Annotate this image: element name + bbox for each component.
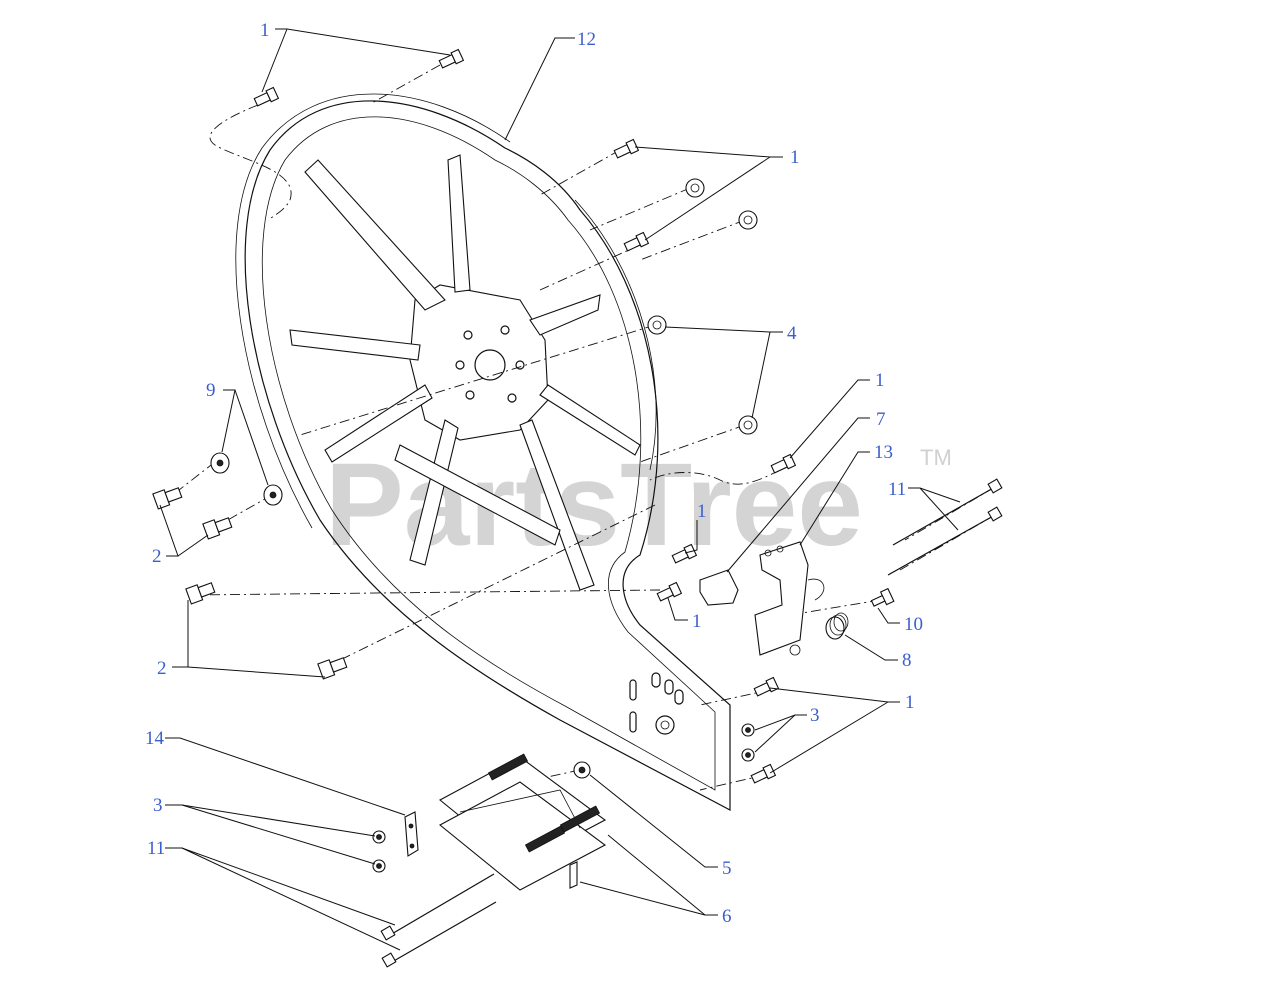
callout-8: 8 — [902, 650, 912, 671]
callout-1-lower-mid: 1 — [692, 611, 702, 632]
nut-part — [573, 761, 591, 779]
callout-9: 9 — [206, 380, 216, 401]
bolt-icon — [438, 48, 465, 69]
shoulder-bolt-parts — [152, 487, 348, 680]
bolt-icon — [613, 138, 640, 159]
base-plate-assembly — [439, 753, 607, 891]
callout-14: 14 — [145, 728, 165, 749]
callout-11-right: 11 — [888, 479, 906, 500]
housing-plate — [235, 93, 731, 811]
long-bolts — [380, 478, 1003, 968]
hub — [409, 284, 549, 441]
assembly-lines — [169, 64, 996, 801]
bolt-icon — [750, 763, 777, 784]
callout-2-lower: 2 — [157, 658, 167, 679]
bracket-strip — [404, 811, 419, 857]
callout-2-upper: 2 — [152, 546, 162, 567]
leader-lines — [159, 28, 961, 951]
callout-1-lower-right: 1 — [905, 692, 915, 713]
callout-6: 6 — [722, 906, 732, 927]
callout-13: 13 — [874, 442, 893, 463]
flange-nut-parts — [647, 178, 758, 435]
callout-labels: 1 12 1 4 9 1 7 13 11 2 1 1 10 8 2 1 3 14… — [145, 20, 923, 927]
callout-10: 10 — [904, 614, 923, 635]
washer-parts — [210, 452, 283, 506]
watermark-trademark: TM — [920, 445, 952, 470]
pin-part — [870, 587, 895, 607]
latch-bracket — [754, 541, 825, 656]
callout-3-right: 3 — [810, 705, 820, 726]
spokes — [289, 154, 641, 591]
bolt-parts — [253, 48, 797, 784]
bolt-icon — [656, 581, 683, 602]
callout-1-mid: 1 — [697, 501, 707, 522]
callout-5: 5 — [722, 858, 732, 879]
callout-12: 12 — [577, 29, 596, 50]
callout-4: 4 — [787, 323, 797, 344]
callout-3-left: 3 — [153, 795, 163, 816]
callout-1-right: 1 — [875, 370, 885, 391]
callout-1-top: 1 — [260, 20, 270, 41]
plate-slots — [629, 672, 684, 735]
handle-grip — [699, 569, 739, 606]
bolt-icon — [623, 231, 650, 252]
spring-part — [825, 612, 849, 640]
bolt-icon — [753, 676, 780, 697]
bolt-icon — [770, 453, 797, 474]
callout-11-left: 11 — [147, 838, 165, 859]
callout-1-upper-right: 1 — [790, 147, 800, 168]
callout-7: 7 — [876, 409, 886, 430]
small-nut-parts — [372, 723, 755, 873]
bolt-icon — [253, 86, 280, 107]
